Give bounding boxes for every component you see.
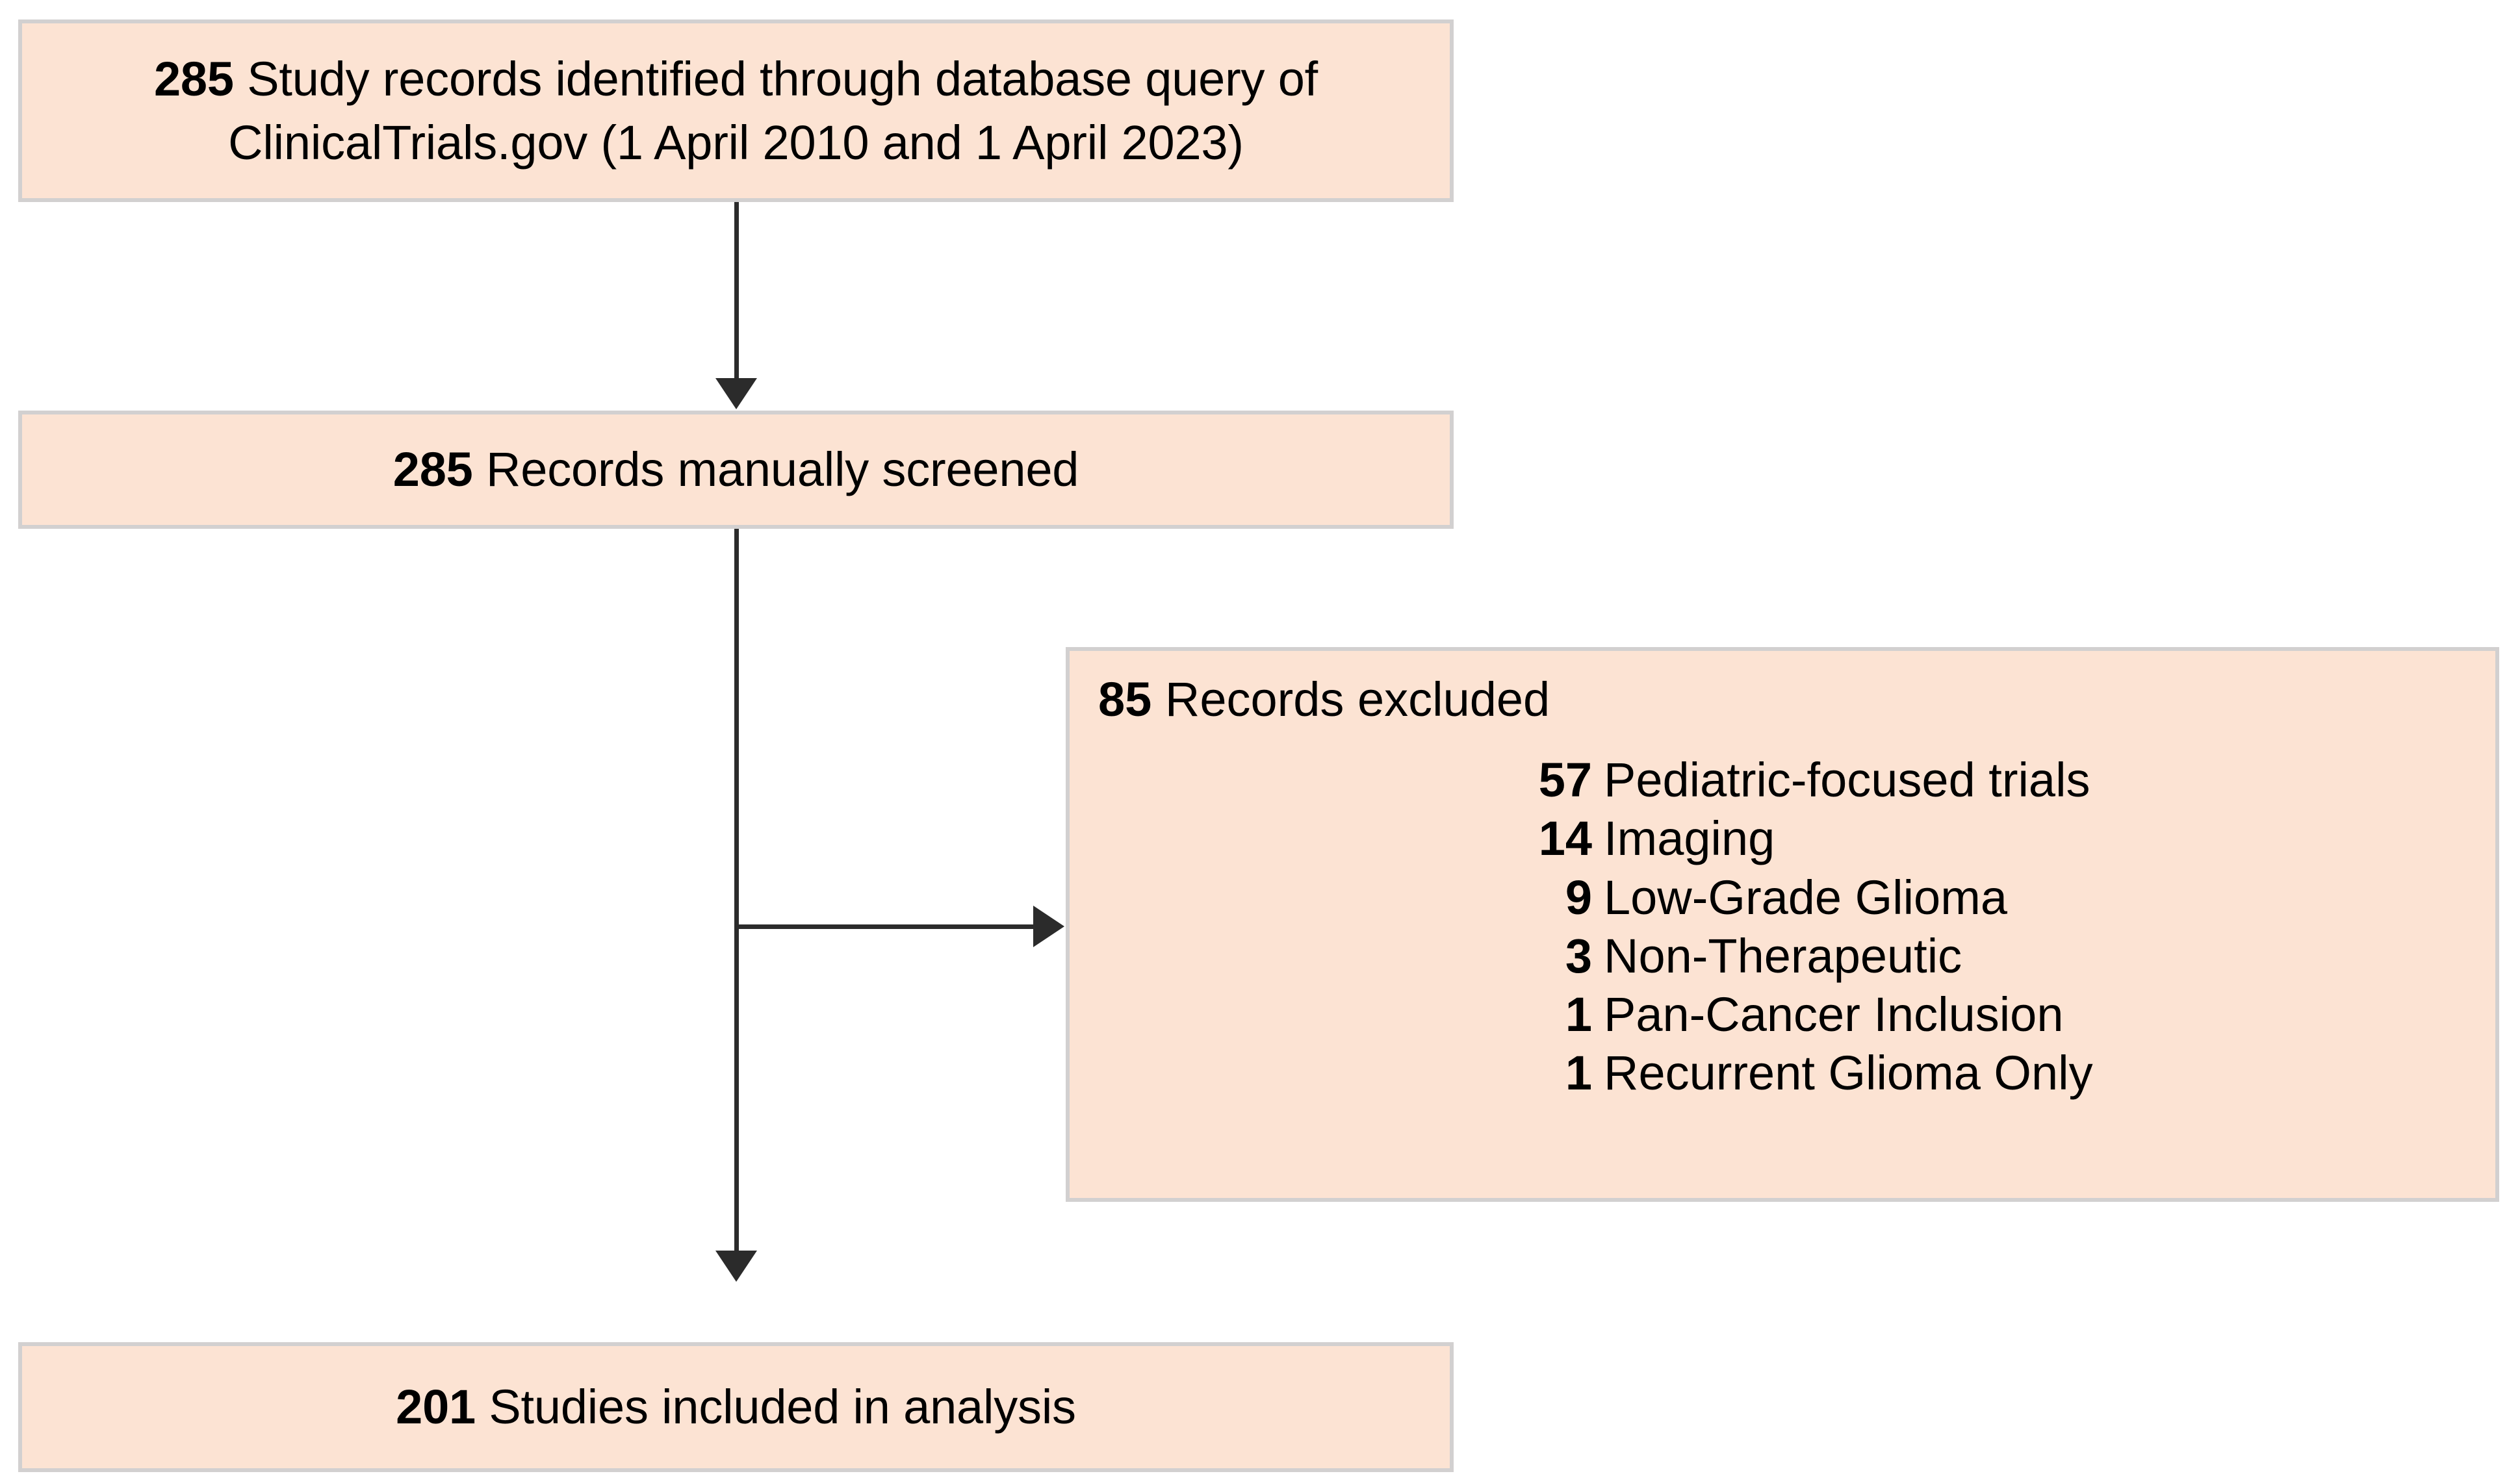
excluded-reason-row: 14 Imaging — [1098, 809, 2469, 868]
connector-screening-to-included-line — [734, 529, 739, 1253]
connector-identification-to-screening-line — [734, 202, 739, 385]
screening-box: 285 Records manually screened — [18, 411, 1454, 529]
excluded-reason-label: Pan-Cancer Inclusion — [1604, 987, 2064, 1042]
included-box: 201 Studies included in analysis — [18, 1342, 1454, 1472]
excluded-box: 85 Records excluded 57 Pediatric-focused… — [1066, 647, 2499, 1202]
identification-line-1: 285 Study records identified through dat… — [154, 47, 1318, 111]
identification-count: 285 — [153, 51, 234, 106]
connector-identification-to-screening-arrowhead — [715, 378, 757, 409]
included-line: 201 Studies included in analysis — [396, 1375, 1076, 1439]
excluded-reason-list: 57 Pediatric-focused trials 14 Imaging 9… — [1098, 751, 2469, 1103]
excluded-reason-count: 3 — [1565, 928, 1592, 983]
screening-text: Records manually screened — [486, 442, 1079, 497]
screening-count: 285 — [392, 442, 473, 497]
excluded-reason-label: Non-Therapeutic — [1604, 928, 1962, 983]
excluded-reason-row: 1 Pan-Cancer Inclusion — [1098, 986, 2469, 1044]
included-text: Studies included in analysis — [489, 1380, 1076, 1434]
excluded-reason-row: 9 Low-Grade Glioma — [1098, 869, 2469, 927]
excluded-reason-label: Low-Grade Glioma — [1604, 870, 2008, 924]
identification-text-1: Study records identified through databas… — [247, 51, 1318, 106]
excluded-reason-row: 1 Recurrent Glioma Only — [1098, 1044, 2469, 1102]
excluded-reason-label: Imaging — [1604, 811, 1775, 866]
excluded-reason-count: 1 — [1565, 987, 1592, 1042]
identification-line-2: ClinicalTrials.gov (1 April 2010 and 1 A… — [228, 115, 1244, 170]
excluded-text: Records excluded — [1164, 672, 1550, 726]
excluded-reason-count: 1 — [1565, 1046, 1592, 1101]
excluded-reason-row: 3 Non-Therapeutic — [1098, 927, 2469, 986]
excluded-heading: 85 Records excluded — [1098, 676, 2469, 724]
excluded-reason-label: Pediatric-focused trials — [1604, 753, 2090, 807]
connector-screening-to-excluded-line — [737, 924, 1036, 929]
connector-screening-to-excluded-arrowhead — [1033, 906, 1064, 947]
excluded-reason-label: Recurrent Glioma Only — [1604, 1046, 2093, 1101]
excluded-count: 85 — [1098, 672, 1152, 726]
identification-box: 285 Study records identified through dat… — [18, 19, 1454, 202]
connector-screening-to-included-arrowhead — [715, 1251, 757, 1282]
excluded-reason-count: 57 — [1538, 753, 1592, 807]
included-count: 201 — [396, 1380, 476, 1434]
excluded-reason-row: 57 Pediatric-focused trials — [1098, 751, 2469, 809]
excluded-reason-count: 14 — [1538, 811, 1592, 866]
screening-line: 285 Records manually screened — [393, 438, 1079, 502]
excluded-reason-count: 9 — [1565, 870, 1592, 924]
